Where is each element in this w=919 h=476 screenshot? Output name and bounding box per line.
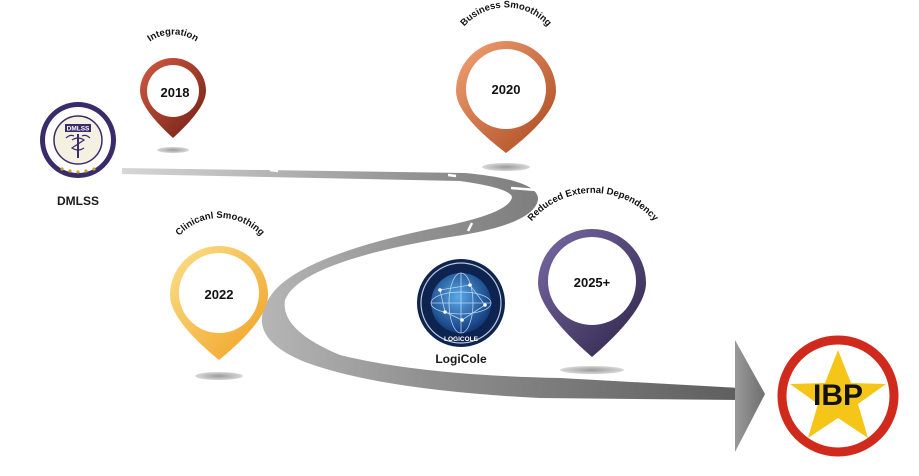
pin-center: [147, 65, 199, 117]
pin-shadow: [157, 147, 189, 153]
milestone-year: 2025+: [574, 275, 611, 290]
pin-center: [179, 253, 259, 333]
pin-shadow: [560, 366, 624, 374]
milestone-label: Business Smoothing: [458, 0, 553, 29]
milestone-label: Clinicanl Smoothing: [173, 210, 266, 238]
ibp-label: IBP: [813, 379, 863, 412]
milestone-year: 2022: [205, 287, 234, 302]
milestone-year: 2020: [492, 82, 521, 97]
dmlss-seal-emblem: DMLSS: [67, 126, 90, 133]
milestone-label: Reduced External Dependency: [526, 185, 661, 224]
dmlss-caption: DMLSS: [57, 194, 99, 208]
milestone-label: Integration: [145, 26, 200, 44]
pin-shadow: [482, 163, 530, 171]
road-arrowhead: [735, 340, 765, 452]
dmlss-stars: [60, 167, 96, 174]
road-dashes: [269, 168, 537, 232]
dmlss-seal-banner: [65, 124, 91, 132]
logicole-logo: LOGICOLE LogiCole: [417, 259, 505, 366]
ibp-destination: IBP: [777, 335, 899, 457]
milestone-2018: 2018 Integration: [140, 26, 206, 153]
logicole-caption: LogiCole: [435, 352, 487, 366]
milestone-2025-plus: 2025+ Reduced External Dependency: [526, 185, 661, 374]
dmlss-logo: DMLSS DMLSS: [40, 102, 116, 208]
pin-center: [548, 237, 636, 325]
milestone-year: 2018: [161, 85, 190, 100]
pin-shadow: [195, 372, 243, 380]
road: [122, 168, 765, 452]
road-band: [122, 168, 740, 400]
milestone-2022: 2022 Clinicanl Smoothing: [169, 210, 268, 380]
milestone-2020: 2020 Business Smoothing: [456, 0, 556, 171]
logicole-seal-emblem: LOGICOLE: [444, 336, 479, 343]
star-icon: [790, 350, 886, 438]
pin-center: [466, 49, 546, 129]
